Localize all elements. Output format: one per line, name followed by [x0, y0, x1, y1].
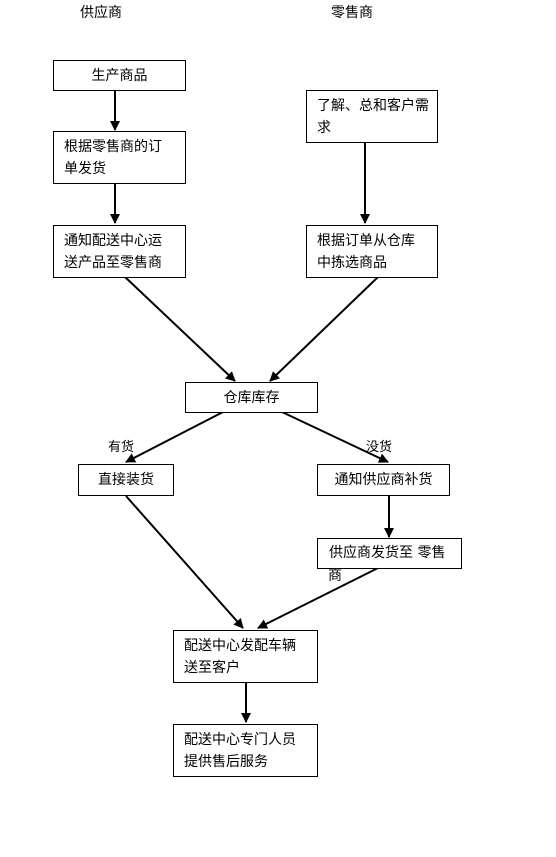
node-dispatch-vehicle-line-2: 送至客户: [184, 660, 240, 676]
retailer-column-header: 零售商: [331, 5, 373, 21]
arrow-notify-to-inventory: [124, 276, 236, 382]
node-supplier-ship-line-1: 供应商发货至 零售: [329, 545, 446, 561]
node-pick-goods-line-1: 根据订单从仓库: [317, 233, 415, 249]
node-dispatch-vehicle-line-1: 配送中心发配车辆: [184, 638, 296, 654]
node-notify-replenish-text: 通知供应商补货: [334, 472, 433, 488]
arrow-pick-to-inventory: [269, 276, 379, 382]
node-understand-demand-line-1: 了解、总和客户需: [317, 98, 429, 114]
arrow-supplier-to-dispatch: [257, 567, 379, 629]
node-direct-load: 直接装货: [78, 464, 174, 496]
node-produce: 生产商品: [53, 60, 186, 91]
node-notify-replenish: 通知供应商补货: [317, 464, 450, 496]
node-ship-by-order-line-2: 单发货: [64, 161, 106, 177]
node-pick-goods-line-2: 中拣选商品: [317, 255, 387, 271]
node-pick-goods: 根据订单从仓库 中拣选商品: [306, 225, 438, 278]
arrow-direct-to-dispatch: [125, 495, 244, 629]
node-inventory-text: 仓库库存: [223, 389, 280, 406]
node-notify-dc: 通知配送中心运 送产品至零售商: [53, 225, 186, 278]
node-ship-by-order: 根据零售商的订 单发货: [53, 131, 186, 184]
edge-label-out-of-stock: 没货: [366, 440, 393, 455]
node-supplier-ship: 供应商发货至 零售: [317, 538, 462, 569]
node-after-sales: 配送中心专门人员 提供售后服务: [173, 724, 318, 777]
arrow-inventory-to-replenish: [281, 411, 389, 463]
node-direct-load-text: 直接装货: [98, 472, 154, 488]
node-produce-text: 生产商品: [91, 67, 148, 84]
node-understand-demand: 了解、总和客户需 求: [306, 90, 438, 143]
supplier-column-header: 供应商: [80, 5, 122, 21]
node-inventory: 仓库库存: [185, 382, 318, 413]
arrow-inventory-to-direct: [125, 411, 224, 463]
edge-label-in-stock: 有货: [108, 440, 135, 455]
node-notify-dc-line-2: 送产品至零售商: [64, 255, 162, 271]
node-after-sales-line-2: 提供售后服务: [184, 754, 268, 770]
node-dispatch-vehicle: 配送中心发配车辆 送至客户: [173, 630, 318, 683]
node-after-sales-line-1: 配送中心专门人员: [184, 732, 296, 748]
node-understand-demand-line-2: 求: [317, 120, 331, 136]
node-notify-dc-line-1: 通知配送中心运: [64, 233, 162, 249]
node-supplier-ship-line-2: 商: [328, 568, 342, 584]
node-ship-by-order-line-1: 根据零售商的订: [64, 139, 162, 155]
